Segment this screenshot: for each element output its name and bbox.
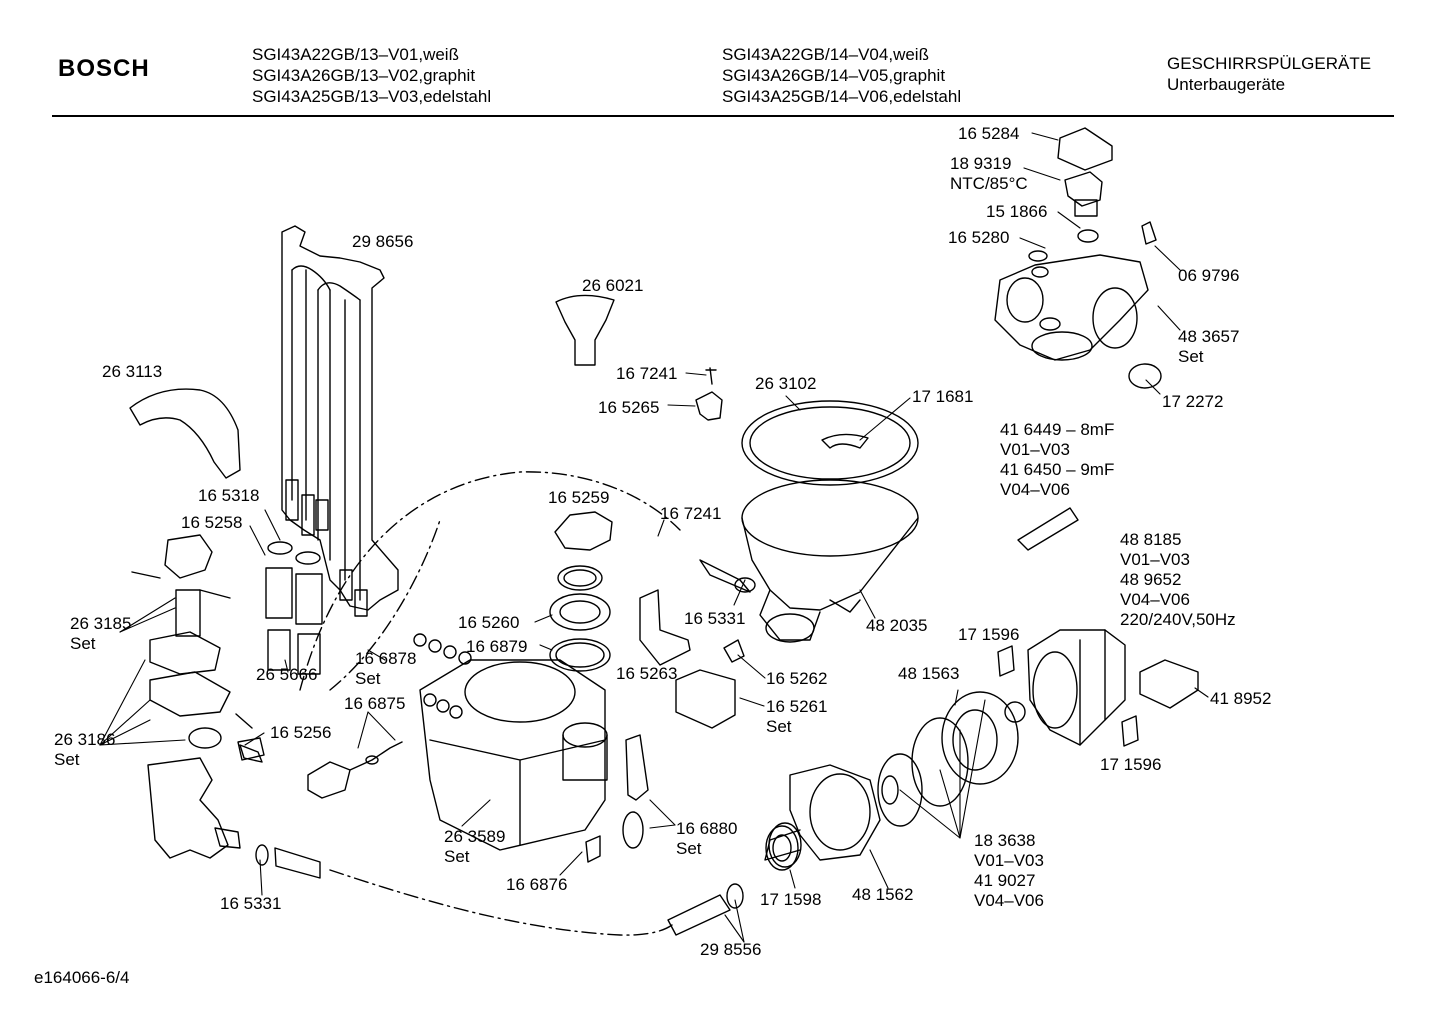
seal-rings-part xyxy=(549,511,613,672)
small-rings-part xyxy=(413,633,472,665)
part-label: 16 5331 xyxy=(220,894,282,913)
part-label: 29 8656 xyxy=(352,232,414,251)
small-fitting-part xyxy=(237,737,265,761)
part-label: 16 6876 xyxy=(506,875,568,894)
part-label: 16 5331 xyxy=(684,609,746,628)
part-label: 16 5258 xyxy=(181,513,243,532)
clip-part xyxy=(723,639,745,663)
model-line: SGI43A25GB/14–V06,edelstahl xyxy=(722,87,962,106)
part-label: 26 3102 xyxy=(755,374,817,393)
deflector-part xyxy=(639,589,691,666)
leader-lines xyxy=(99,132,1209,943)
part-label: 17 1681 xyxy=(912,387,974,406)
pump-motor-part xyxy=(1027,629,1126,746)
category-title: GESCHIRRSPÜLGERÄTE xyxy=(1167,54,1372,73)
part-label: 41 8952 xyxy=(1210,689,1272,708)
part-label: 15 1866 xyxy=(986,202,1048,221)
model-line: SGI43A25GB/13–V03,edelstahl xyxy=(252,87,492,106)
part-label: 16 5262 xyxy=(766,669,828,688)
appliance-category: GESCHIRRSPÜLGERÄTE Unterbaugeräte xyxy=(1167,53,1371,95)
clip-part xyxy=(997,645,1015,677)
part-label: 06 9796 xyxy=(1178,266,1240,285)
model-line: SGI43A22GB/13–V01,weiß xyxy=(252,45,459,64)
part-label: 16 5265 xyxy=(598,398,660,417)
heat-exchanger-part xyxy=(281,225,399,617)
model-line: SGI43A26GB/14–V05,graphit xyxy=(722,66,946,85)
seal-part xyxy=(765,825,799,871)
part-label: 48 2035 xyxy=(866,616,928,635)
brand-logo: BOSCH xyxy=(58,55,150,82)
part-label: 16 5256 xyxy=(270,723,332,742)
part-label: 29 8556 xyxy=(700,940,762,959)
part-label: 16 7241 xyxy=(660,504,722,523)
level-switch-part xyxy=(675,669,736,729)
clip-part xyxy=(695,391,723,421)
model-list-right: SGI43A22GB/14–V04,weiß SGI43A26GB/14–V05… xyxy=(722,44,961,107)
model-line: SGI43A22GB/14–V04,weiß xyxy=(722,45,929,64)
connector-part xyxy=(1139,659,1199,709)
part-label: 17 1596 xyxy=(958,625,1020,644)
pump-body-part xyxy=(764,764,881,868)
part-label: 48 1562 xyxy=(852,885,914,904)
clip-part xyxy=(585,835,601,863)
drain-hose-part xyxy=(255,844,744,936)
left-valve-assembly xyxy=(131,534,263,859)
part-label: 16 5318 xyxy=(198,486,260,505)
regeneration-valve-part xyxy=(307,741,403,799)
cover-part xyxy=(129,388,241,479)
part-label: 17 2272 xyxy=(1162,392,1224,411)
part-label: 16 5284 xyxy=(958,124,1020,143)
sump-assembly xyxy=(741,400,919,643)
part-label: 48 1563 xyxy=(898,664,960,683)
part-label: 16 6879 xyxy=(466,637,528,656)
hose-route-line xyxy=(299,471,681,936)
clip-part xyxy=(1121,715,1139,747)
header-divider xyxy=(52,115,1394,117)
part-label: 26 6021 xyxy=(582,276,644,295)
part-label: 17 1598 xyxy=(760,890,822,909)
salt-container-part xyxy=(419,659,608,851)
model-line: SGI43A26GB/13–V02,graphit xyxy=(252,66,476,85)
pump-housing-part xyxy=(877,691,1026,827)
part-label: 16 5280 xyxy=(948,228,1010,247)
drawing-code: e164066-6/4 xyxy=(34,968,130,987)
float-part xyxy=(622,734,649,849)
funnel-part xyxy=(555,294,615,366)
category-subtitle: Unterbaugeräte xyxy=(1167,75,1286,94)
screw-part xyxy=(705,367,717,385)
part-label: 16 5259 xyxy=(548,488,610,507)
part-label: 16 6875 xyxy=(344,694,406,713)
part-label: 16 7241 xyxy=(616,364,678,383)
capacitor-part xyxy=(1017,507,1079,551)
part-label: 16 5263 xyxy=(616,664,678,683)
diverter-valve-assembly xyxy=(994,127,1162,389)
hose-part xyxy=(699,559,756,593)
part-label: 17 1596 xyxy=(1100,755,1162,774)
part-label: 16 5260 xyxy=(458,613,520,632)
part-label: 26 5666 xyxy=(256,665,318,684)
model-list-left: SGI43A22GB/13–V01,weiß SGI43A26GB/13–V02… xyxy=(252,44,491,107)
sleeve-parts xyxy=(265,541,323,675)
part-label: 26 3113 xyxy=(102,362,163,381)
